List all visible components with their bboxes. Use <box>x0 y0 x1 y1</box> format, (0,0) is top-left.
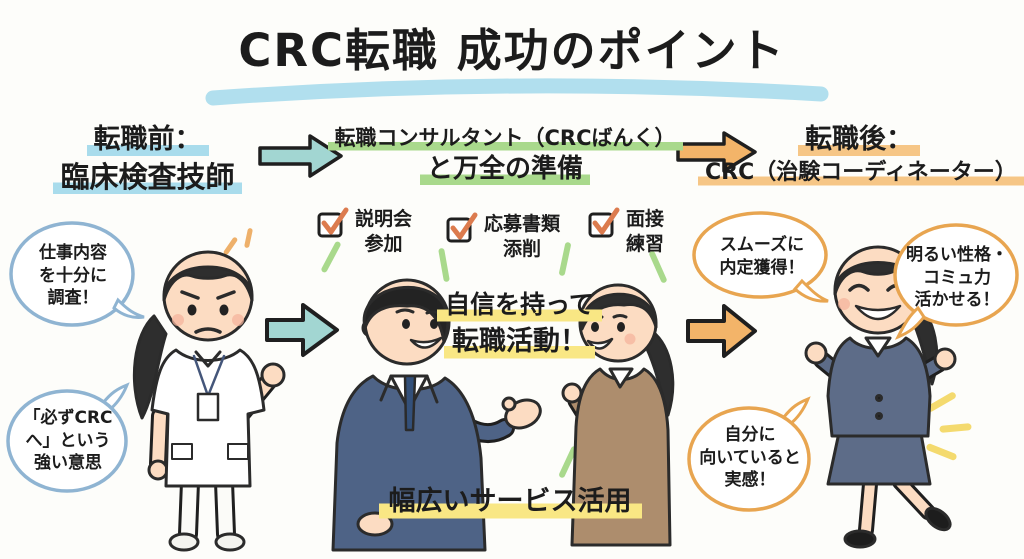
checklist-label: 応募書類 添削 <box>484 213 561 260</box>
bubble-outline <box>692 211 829 303</box>
arrow-before-to-support-top <box>258 134 343 178</box>
after-heading-line1: 転職後： <box>798 122 920 158</box>
bubble-research: 仕事内容 を十分に 調査！ <box>8 220 145 332</box>
bubble-research-text: 仕事内容 を十分に 調査！ <box>39 242 107 309</box>
bubble-fit-text: 自分に 向いていると 実感！ <box>699 424 801 491</box>
lab-technician-illustration <box>132 250 286 552</box>
support-heading-line2: と万全の準備 <box>419 152 590 187</box>
bubble-outline <box>687 396 811 512</box>
before-heading: 転職前： 臨床検査技師 <box>25 122 270 196</box>
bubble-outline <box>6 382 130 493</box>
checklist-item-seminar: 説明会 参加 <box>315 205 412 256</box>
bubble-strengths: 明るい性格・ コミュ力 活かせる！ <box>892 223 1022 340</box>
service-note: 幅広いサービス活用 <box>375 477 645 520</box>
bubble-fit: 自分に 向いていると 実感！ <box>686 396 814 513</box>
bubble-offer: スムーズに 内定獲得！ <box>690 211 834 303</box>
checkbox-checked-icon <box>317 207 349 238</box>
after-heading-line2: CRC（治験コーディネーター） <box>698 157 1024 188</box>
page-title: CRC転職 成功のポイント <box>238 24 786 77</box>
checklist-item-interview: 面接 練習 <box>586 205 664 256</box>
confidence-slogan: 自信を持って 転職活動！ <box>422 288 617 360</box>
arrow-before-to-support-mid <box>265 303 339 357</box>
checkbox-checked-icon <box>588 207 620 238</box>
checklist-label: 説明会 参加 <box>355 208 413 255</box>
bubble-strengths-text: 明るい性格・ コミュ力 活かせる！ <box>906 244 1008 311</box>
support-heading-line1: 転職コンサルタント（CRCばんく） <box>327 124 683 153</box>
checklist-item-documents: 応募書類 添削 <box>444 210 560 261</box>
checklist-label: 面接 練習 <box>626 208 665 255</box>
checkbox-checked-icon <box>446 212 478 243</box>
before-heading-line1: 転職前： <box>86 122 209 158</box>
after-heading: 転職後： CRC（治験コーディネーター） <box>698 122 1024 188</box>
bubble-offer-text: スムーズに 内定獲得！ <box>719 235 805 278</box>
bubble-resolve-text: 「必ずCRC へ」という 強い意思 <box>23 407 113 474</box>
arrow-support-to-after-mid <box>686 304 757 358</box>
service-note-text: 幅広いサービス活用 <box>378 477 642 520</box>
title-underline-swoosh <box>205 78 829 106</box>
slogan-line1: 自信を持って <box>437 288 602 323</box>
bubble-resolve: 「必ずCRC へ」という 強い意思 <box>5 382 131 495</box>
bubble-outline <box>893 223 1019 340</box>
before-heading-line2: 臨床検査技師 <box>53 157 242 196</box>
support-heading: 転職コンサルタント（CRCばんく） と万全の準備 <box>325 124 685 187</box>
bubble-outline <box>9 221 145 327</box>
slogan-line2: 転職活動！ <box>444 322 595 360</box>
